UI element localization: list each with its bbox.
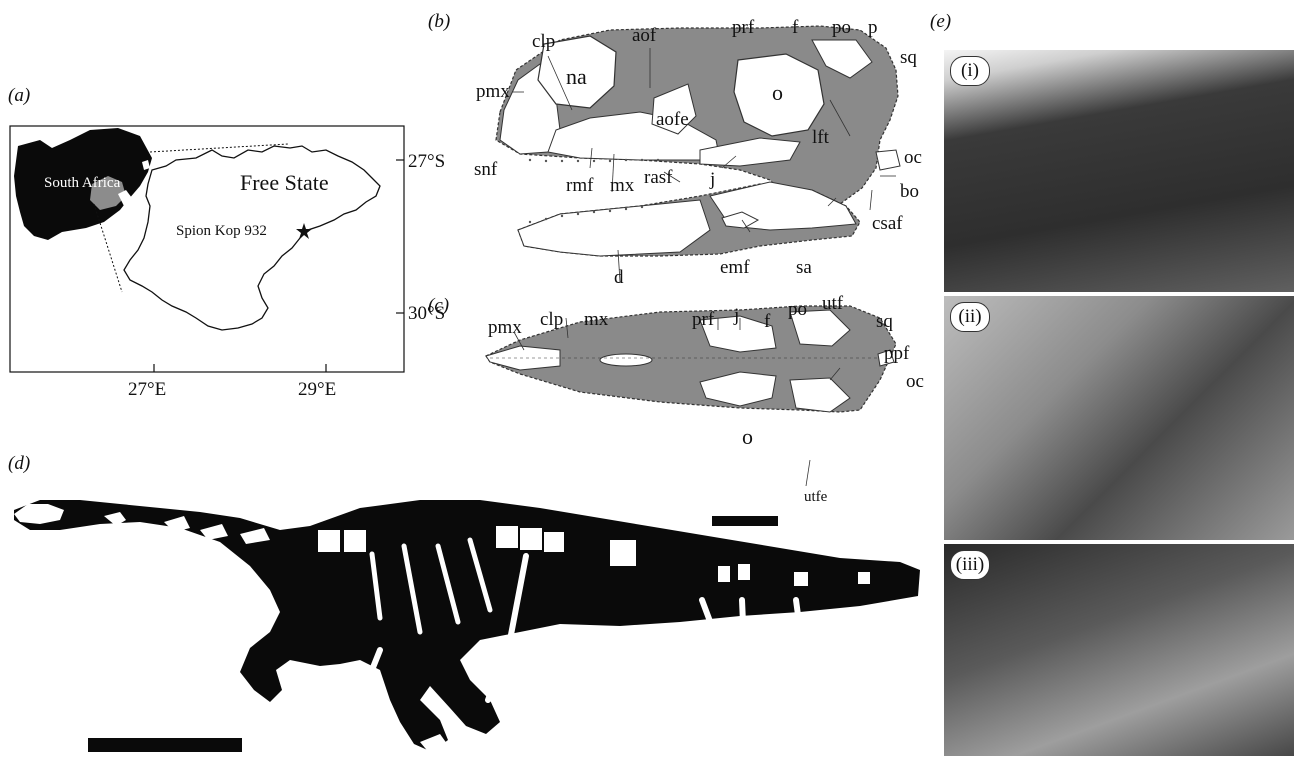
forefoot — [320, 700, 350, 728]
panel-e-label: (e) — [930, 12, 951, 31]
histology-image-ii: (ii) — [944, 296, 1294, 540]
histology-label-iii: (iii) — [950, 550, 990, 580]
body-silhouette — [14, 500, 920, 752]
histology-label-i: (i) — [950, 56, 990, 86]
histology-image-iii: (iii) — [944, 544, 1294, 756]
skeleton-scale-bar — [88, 738, 242, 752]
histology-label-ii: (ii) — [950, 302, 990, 332]
histology-image-i: (i) — [944, 50, 1294, 292]
